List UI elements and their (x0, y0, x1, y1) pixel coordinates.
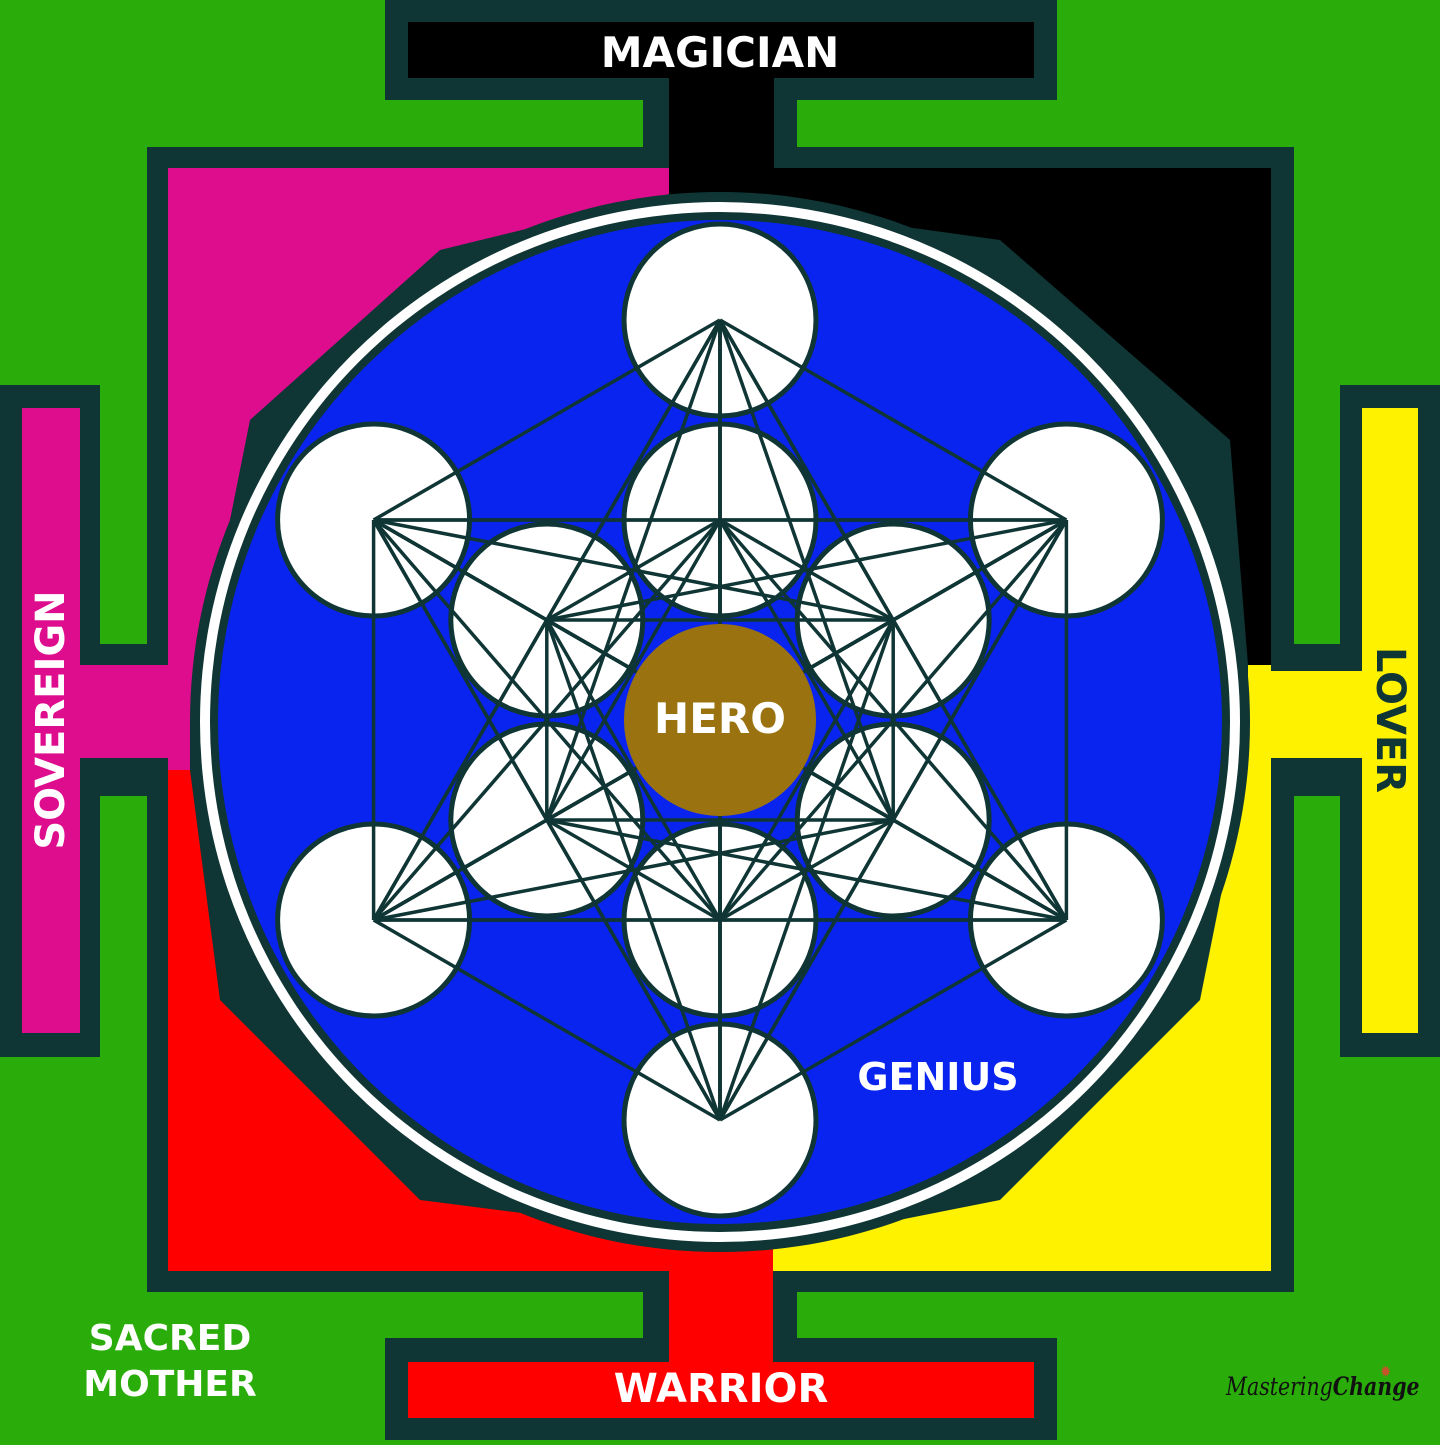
lover-quadrant (773, 408, 1418, 1271)
sacred-mother-line1: SACRED (88, 1318, 252, 1359)
sacred-mother-label: SACRED MOTHER (70, 1316, 270, 1408)
logo-text-second: Change (1332, 1372, 1420, 1401)
cube-line (546, 818, 1067, 922)
magician-label: MAGICIAN (600, 28, 840, 77)
genius-label: GENIUS (857, 1055, 1019, 1099)
cube-line (545, 619, 722, 1121)
cube-line (718, 518, 1068, 922)
sacred-mother-line2: MOTHER (83, 1364, 257, 1405)
metatrons-cube (275, 221, 1165, 1219)
magician-quadrant (408, 22, 1271, 665)
warrior-label: WARRIOR (613, 1366, 829, 1412)
cube-line (372, 318, 721, 522)
lover-label: LOVER (1367, 646, 1413, 794)
cube-line (719, 918, 1068, 1122)
cube-line (719, 318, 1068, 522)
cube-line (372, 918, 721, 1122)
logo-text-first: Mastering (1226, 1372, 1333, 1401)
mastering-change-logo: MasteringChange ✹ (1226, 1362, 1420, 1401)
cube-line (545, 319, 722, 821)
cube-line (372, 519, 722, 1121)
sovereign-label: SOVEREIGN (28, 590, 74, 850)
warrior-quadrant (168, 770, 1034, 1418)
sovereign-quadrant (22, 168, 669, 1033)
sun-icon: ✹ (1380, 1362, 1392, 1381)
cube-line (546, 518, 1067, 622)
hero-circle (624, 624, 816, 816)
hero-label: HERO (654, 694, 786, 743)
